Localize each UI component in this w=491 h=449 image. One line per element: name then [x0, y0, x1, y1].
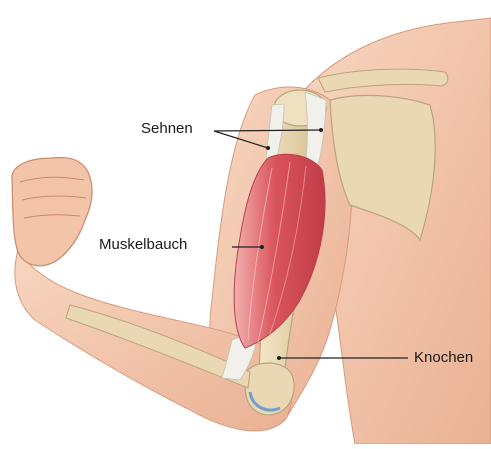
tendons-dot-a: [266, 146, 270, 150]
muscle-belly-dot: [260, 245, 264, 249]
tendons-dot-b: [319, 128, 323, 132]
elbow-joint: [245, 363, 294, 415]
bone-dot: [277, 356, 281, 360]
fist-skin: [12, 158, 92, 266]
label-tendons: Sehnen: [141, 120, 193, 137]
label-muscle-belly: Muskelbauch: [99, 236, 187, 253]
label-bone: Knochen: [414, 349, 473, 366]
